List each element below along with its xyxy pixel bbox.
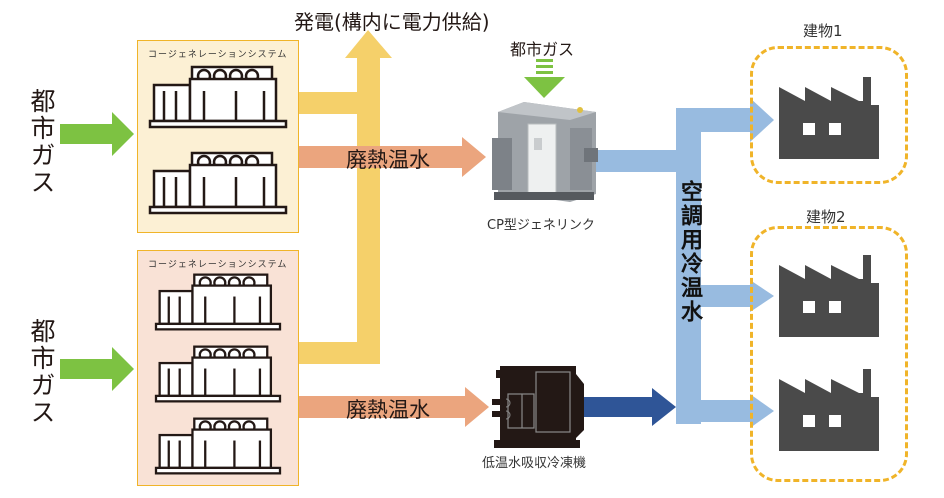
genelink-machine-icon — [492, 102, 598, 202]
branch-arrow-building2b — [750, 394, 774, 428]
building-1-label: 建物1 — [803, 22, 843, 40]
engine-icon — [148, 151, 288, 215]
branch-arrow-building2a — [750, 280, 774, 312]
cogen-system-2: コージェネレーションシステム — [137, 250, 299, 486]
cogen-title: コージェネレーションシステム — [148, 50, 288, 60]
waste-heat-label-bottom: 廃熱温水 — [346, 398, 430, 422]
gas-arrow-top — [60, 112, 134, 156]
building-2 — [750, 226, 908, 482]
chiller-label: 低温水吸収冷凍機 — [482, 456, 587, 471]
gas-label-top: 都市ガス — [27, 88, 56, 196]
engine-icon — [154, 345, 282, 403]
cogen-title: コージェネレーションシステム — [148, 260, 288, 270]
power-arrow-head — [345, 30, 392, 58]
chiller-output-arrow — [584, 388, 676, 426]
chilled-water-label: 空調用冷温水 — [677, 180, 702, 324]
waste-heat-arrow-top — [298, 137, 486, 177]
power-label: 発電(構内に電力供給) — [294, 10, 490, 34]
building-2-label: 建物2 — [806, 208, 846, 226]
factory-icon — [779, 255, 879, 337]
waste-heat-label-top: 廃熱温水 — [346, 148, 430, 172]
chilled-water-trunk — [676, 108, 701, 424]
power-flow — [298, 30, 392, 364]
cogen-system-1: コージェネレーションシステム — [137, 40, 299, 233]
gas-label-bottom: 都市ガス — [27, 318, 56, 426]
gas-label-genelink: 都市ガス — [510, 40, 575, 59]
power-branch-top — [298, 92, 358, 114]
genelink-label: CP型ジェネリンク — [487, 218, 595, 233]
waste-heat-arrow-bottom — [298, 387, 489, 427]
gas-arrow-genelink — [524, 59, 565, 98]
engine-icon — [148, 65, 288, 129]
branch-arrow-building1 — [750, 98, 774, 142]
factory-icon — [779, 77, 879, 159]
power-trunk — [357, 56, 380, 364]
engine-icon — [154, 273, 282, 331]
engine-icon — [154, 417, 282, 475]
chilled-water-flow — [596, 98, 774, 428]
chiller-machine-icon — [492, 366, 584, 448]
factory-icon — [779, 369, 879, 451]
genelink-outlet — [596, 150, 678, 172]
building-1 — [750, 46, 908, 184]
gas-arrow-bottom — [60, 347, 134, 391]
